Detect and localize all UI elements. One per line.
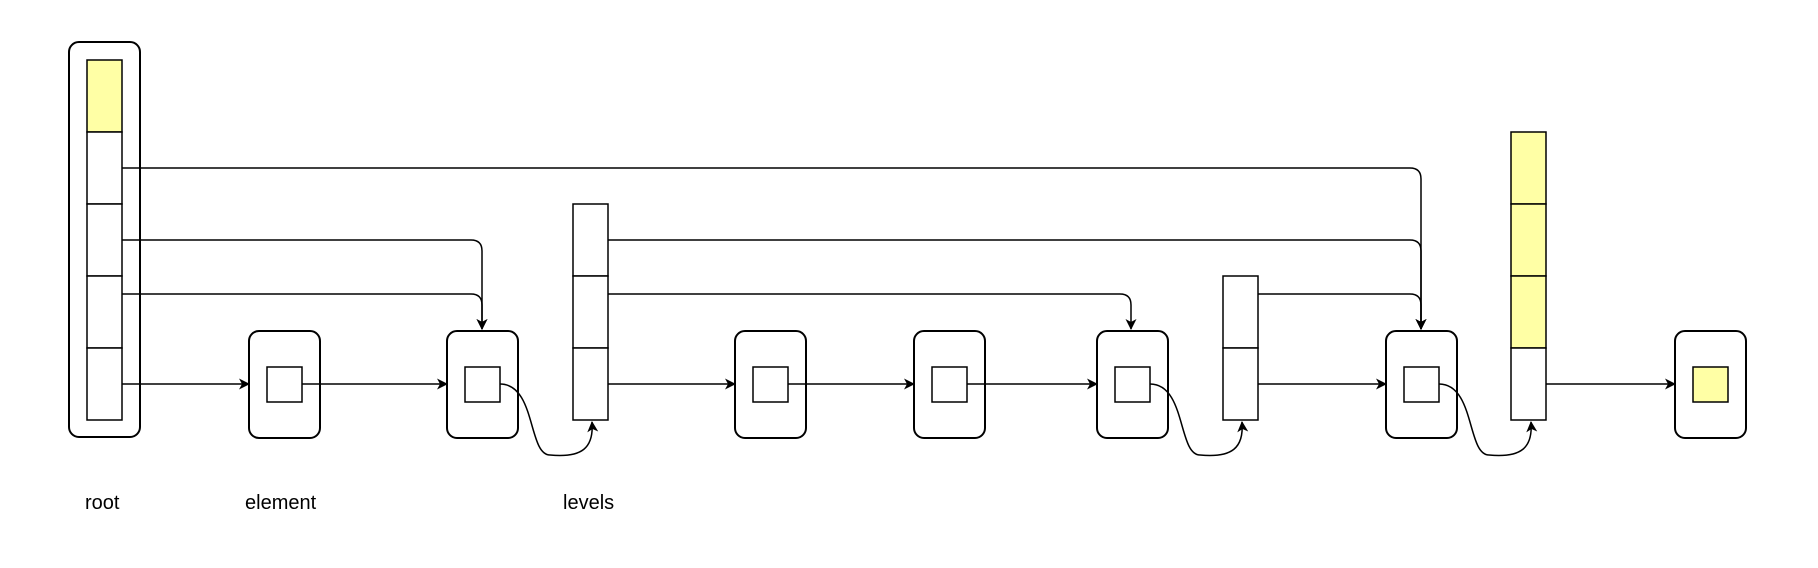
root-slot	[86, 347, 123, 421]
root-slot-highlighted	[86, 59, 123, 133]
root-label: root	[85, 492, 120, 514]
root-slot	[86, 203, 123, 277]
level-tower	[1222, 275, 1259, 421]
level-tower	[572, 203, 609, 421]
connector-arrows	[122, 167, 1676, 457]
levels-label: levels	[563, 492, 614, 514]
element-node	[913, 330, 986, 439]
element-label: element	[245, 492, 317, 514]
root-node	[68, 41, 141, 438]
element-node	[248, 330, 321, 439]
root-slot	[86, 275, 123, 349]
element-node	[446, 330, 519, 439]
element-node-final	[1674, 330, 1747, 439]
root-slot	[86, 131, 123, 205]
level-tower-highlighted	[1510, 131, 1547, 421]
element-node	[1096, 330, 1169, 439]
